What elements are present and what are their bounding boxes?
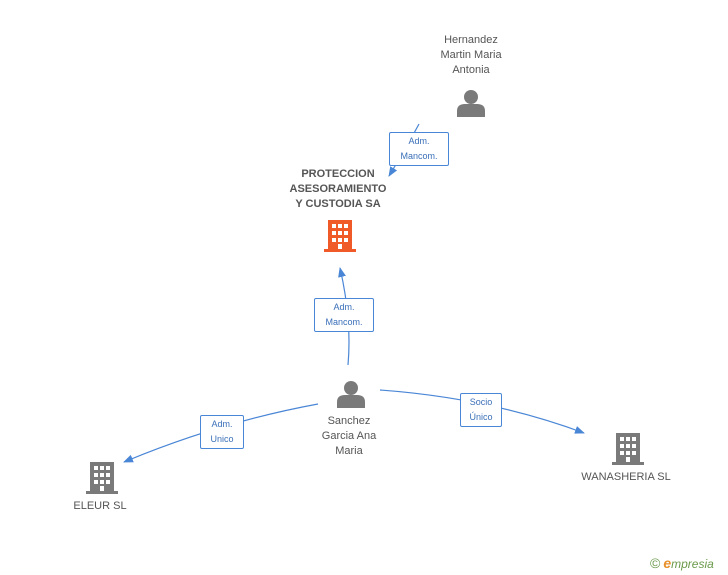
copyright-symbol: © xyxy=(650,555,661,571)
edge-label-sanchez-wanasheria[interactable]: Socio Único xyxy=(460,393,502,427)
building-icon[interactable] xyxy=(612,433,644,465)
node-label-eleur[interactable]: ELEUR SL xyxy=(73,500,127,512)
person-icon[interactable] xyxy=(457,90,485,117)
brand-initial: e xyxy=(663,555,672,571)
brand-logo: © empresia xyxy=(650,553,714,573)
node-label-hernandez[interactable]: Hernandez Martin Maria Antonia xyxy=(440,34,502,76)
edge-label-hernandez-proteccion[interactable]: Adm. Mancom. xyxy=(389,132,449,166)
brand-name: mpresia xyxy=(671,557,714,571)
building-icon[interactable] xyxy=(86,462,118,494)
node-label-wanasheria[interactable]: WANASHERIA SL xyxy=(581,471,671,483)
edge-label-sanchez-proteccion[interactable]: Adm. Mancom. xyxy=(314,298,374,332)
edge-label-sanchez-eleur[interactable]: Adm. Unico xyxy=(200,415,244,449)
node-label-proteccion[interactable]: PROTECCION ASESORAMIENTO Y CUSTODIA SA xyxy=(289,168,387,210)
node-label-sanchez[interactable]: Sanchez Garcia Ana Maria xyxy=(321,415,377,457)
building-icon[interactable] xyxy=(324,220,356,252)
person-icon[interactable] xyxy=(337,381,365,408)
